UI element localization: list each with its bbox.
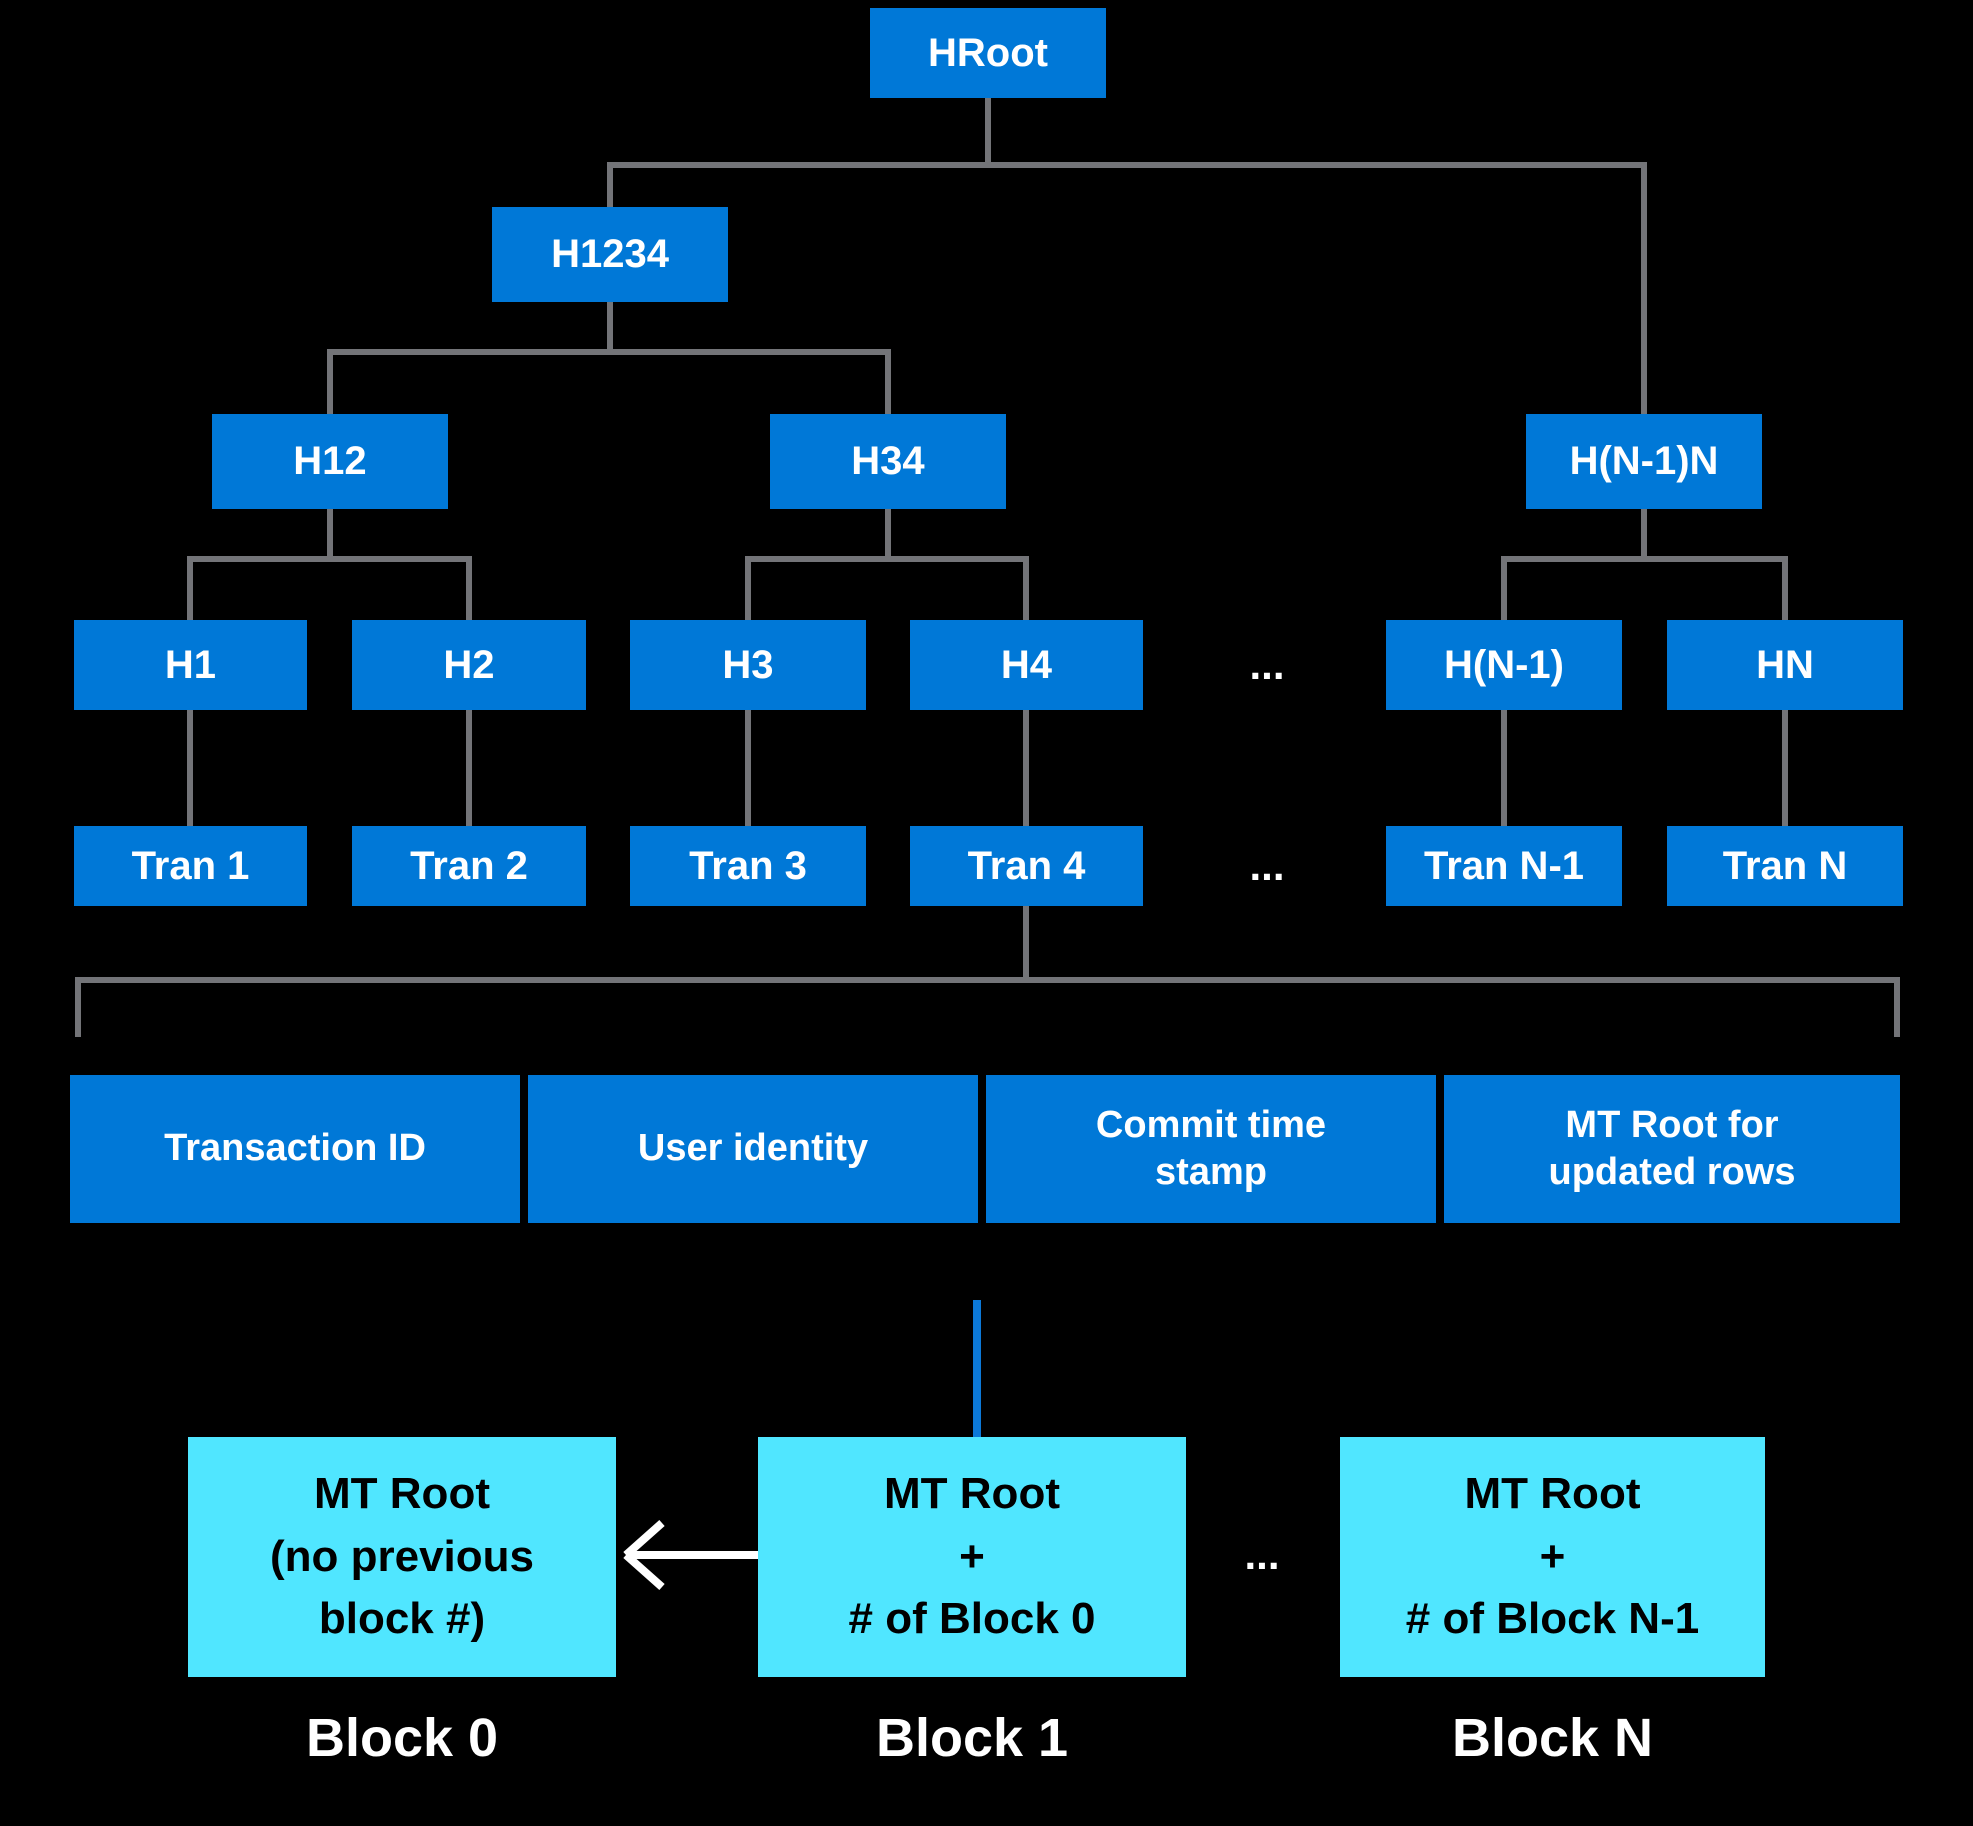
node-hn1: H(N-1) xyxy=(1386,620,1622,710)
blockn-box: MT Root + # of Block N-1 xyxy=(1340,1437,1765,1677)
block0-line1: MT Root xyxy=(314,1469,490,1519)
expand-bracket-right-tick xyxy=(1894,977,1900,1037)
tran4-expand-stub-line xyxy=(1023,906,1029,983)
block1-line2: + xyxy=(959,1531,985,1581)
drop-to-h34-line xyxy=(885,349,891,414)
h12-children-bracket-line xyxy=(187,556,472,562)
hash-row-ellipsis: ... xyxy=(1249,641,1285,688)
node-trann1: Tran N-1 xyxy=(1386,826,1622,906)
h12-stub-line xyxy=(327,509,333,562)
node-h1: H1 xyxy=(74,620,307,710)
node-hn-label: HN xyxy=(1756,642,1814,687)
node-trann: Tran N xyxy=(1667,826,1903,906)
block0-line3: block #) xyxy=(318,1594,486,1644)
hn1n-stub-line xyxy=(1641,509,1647,562)
node-h3-label: H3 xyxy=(722,642,774,687)
block-row-ellipsis: ... xyxy=(1244,1531,1280,1578)
node-hn1n-label: H(N-1)N xyxy=(1569,439,1719,483)
field-commit-time-stamp-line1: Commit time xyxy=(1095,1103,1327,1146)
block1-box: MT Root + # of Block 0 xyxy=(758,1437,1186,1677)
node-h2: H2 xyxy=(352,620,586,710)
node-h1234-label: H1234 xyxy=(551,232,669,276)
node-trann1-label: Tran N-1 xyxy=(1423,843,1585,888)
node-tran3-label: Tran 3 xyxy=(689,843,807,888)
node-h34: H34 xyxy=(770,414,1006,509)
node-tran3: Tran 3 xyxy=(630,826,866,906)
drop-to-h2-line xyxy=(466,556,472,620)
node-h12: H12 xyxy=(212,414,448,509)
node-h1234: H1234 xyxy=(492,207,728,302)
expand-bracket-line xyxy=(75,977,1900,983)
drop-to-hn1n-line xyxy=(1641,162,1647,414)
node-h3: H3 xyxy=(630,620,866,710)
node-h4-label: H4 xyxy=(1000,642,1053,687)
field-commit-time-stamp: Commit time stamp xyxy=(986,1075,1436,1223)
previous-block-arrow-icon xyxy=(623,1520,762,1590)
hn-trann-line xyxy=(1782,710,1788,826)
field-user-identity: User identity xyxy=(528,1075,978,1223)
node-tran2: Tran 2 xyxy=(352,826,586,906)
node-hroot-label: HRoot xyxy=(928,30,1048,75)
blockn-line1: MT Root xyxy=(1464,1469,1641,1519)
h1-tran1-line xyxy=(187,710,193,826)
node-hn: HN xyxy=(1667,620,1903,710)
hn1n-children-bracket-line xyxy=(1501,556,1788,562)
node-hn1-label: H(N-1) xyxy=(1444,642,1564,687)
block1-line3: # of Block 0 xyxy=(848,1594,1096,1644)
node-tran1: Tran 1 xyxy=(74,826,307,906)
blockn-line3: # of Block N-1 xyxy=(1405,1594,1700,1644)
node-h1-label: H1 xyxy=(164,642,217,687)
tran-row-ellipsis: ... xyxy=(1249,842,1285,889)
field-mt-root-updated-rows-line2: updated rows xyxy=(1548,1151,1796,1193)
block0-caption: Block 0 xyxy=(305,1708,499,1768)
h3-tran3-line xyxy=(745,710,751,826)
block0-box: MT Root (no previous block #) xyxy=(188,1437,616,1677)
drop-to-hn-line xyxy=(1782,556,1788,620)
commit-to-block1-link-line xyxy=(973,1300,981,1440)
field-transaction-id-line1: Transaction ID xyxy=(164,1127,426,1170)
node-tran2-label: Tran 2 xyxy=(410,843,528,888)
h4-tran4-line xyxy=(1023,710,1029,826)
level1-bracket-line xyxy=(607,162,1647,168)
node-trann-label: Tran N xyxy=(1722,843,1848,888)
drop-to-h12-line xyxy=(327,349,333,414)
node-tran4: Tran 4 xyxy=(910,826,1143,906)
h34-children-bracket-line xyxy=(745,556,1029,562)
node-hroot: HRoot xyxy=(870,8,1106,98)
drop-to-h1-line xyxy=(187,556,193,620)
block1-caption: Block 1 xyxy=(875,1708,1069,1768)
h2-tran2-line xyxy=(466,710,472,826)
root-stub-line xyxy=(985,98,991,168)
field-transaction-id: Transaction ID xyxy=(70,1075,520,1223)
node-h34-label: H34 xyxy=(851,439,925,483)
level2-bracket-line xyxy=(327,349,891,355)
field-commit-time-stamp-line2: stamp xyxy=(1155,1151,1267,1193)
h34-stub-line xyxy=(885,509,891,562)
block1-line1: MT Root xyxy=(884,1469,1060,1519)
node-tran1-label: Tran 1 xyxy=(131,843,250,888)
h1234-stub-line xyxy=(607,302,613,355)
node-tran4-label: Tran 4 xyxy=(967,843,1086,888)
blockn-caption: Block N xyxy=(1451,1708,1654,1768)
drop-to-h3-line xyxy=(745,556,751,620)
drop-to-h1234-line xyxy=(607,162,613,207)
node-h12-label: H12 xyxy=(293,439,367,483)
field-mt-root-updated-rows: MT Root for updated rows xyxy=(1444,1075,1900,1223)
field-user-identity-line1: User identity xyxy=(637,1127,869,1170)
field-mt-root-updated-rows-line1: MT Root for xyxy=(1565,1103,1779,1146)
node-h2-label: H2 xyxy=(443,642,495,687)
hn1-trann1-line xyxy=(1501,710,1507,826)
expand-bracket-left-tick xyxy=(75,977,81,1037)
node-h4: H4 xyxy=(910,620,1143,710)
drop-to-h4-line xyxy=(1023,556,1029,620)
blockn-line2: + xyxy=(1539,1531,1566,1581)
drop-to-hn1-line xyxy=(1501,556,1507,620)
node-hn1n: H(N-1)N xyxy=(1526,414,1762,509)
block0-line2: (no previous xyxy=(269,1531,535,1581)
